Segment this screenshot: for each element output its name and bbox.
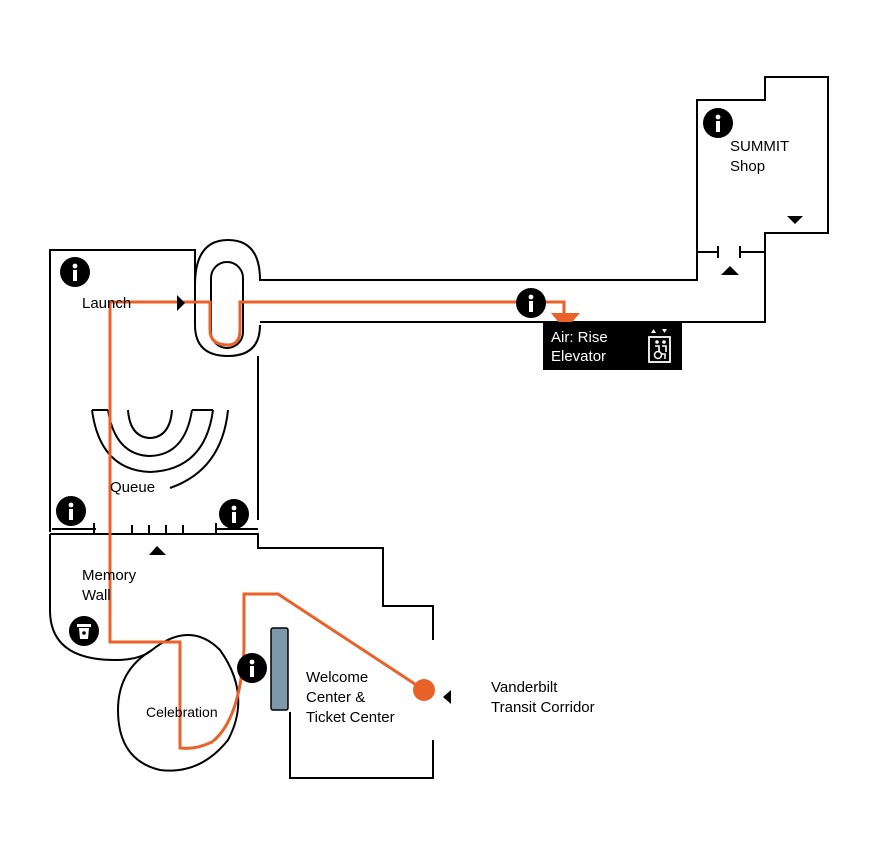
direction-arrow-icon	[177, 295, 185, 311]
info-icon[interactable]	[703, 108, 733, 138]
direction-arrow-icon	[787, 216, 803, 224]
room-label-summit-shop: SUMMIT Shop	[730, 138, 790, 175]
ticket-counter	[270, 627, 289, 711]
elevator-accessible-icon	[648, 329, 671, 363]
room-label-memory-wall: Memory Wall	[82, 567, 137, 604]
room-label-celebration: Celebration	[146, 704, 218, 720]
trash-icon	[69, 616, 99, 646]
info-icon[interactable]	[219, 499, 249, 529]
direction-arrow-icon	[721, 266, 739, 275]
room-label-launch: Launch	[82, 295, 132, 312]
info-icon[interactable]	[516, 288, 546, 318]
elevator-label: Air: Rise Elevator	[551, 329, 608, 365]
room-label-queue: Queue	[110, 479, 156, 496]
elevator-destination[interactable]: Air: Rise Elevator	[543, 322, 682, 370]
direction-arrow-icon	[443, 690, 451, 704]
room-label-vanderbilt: Vanderbilt Transit Corridor	[491, 679, 595, 716]
route-path	[108, 300, 566, 750]
walls	[49, 76, 829, 779]
direction-arrow-icon	[149, 546, 166, 555]
room-label-welcome-center: Welcome Center & Ticket Center	[306, 669, 395, 726]
info-icon[interactable]	[237, 653, 267, 683]
info-icon[interactable]	[60, 257, 90, 287]
info-icon[interactable]	[56, 496, 86, 526]
destination-marker	[551, 313, 580, 330]
you-are-here-marker	[413, 679, 435, 701]
